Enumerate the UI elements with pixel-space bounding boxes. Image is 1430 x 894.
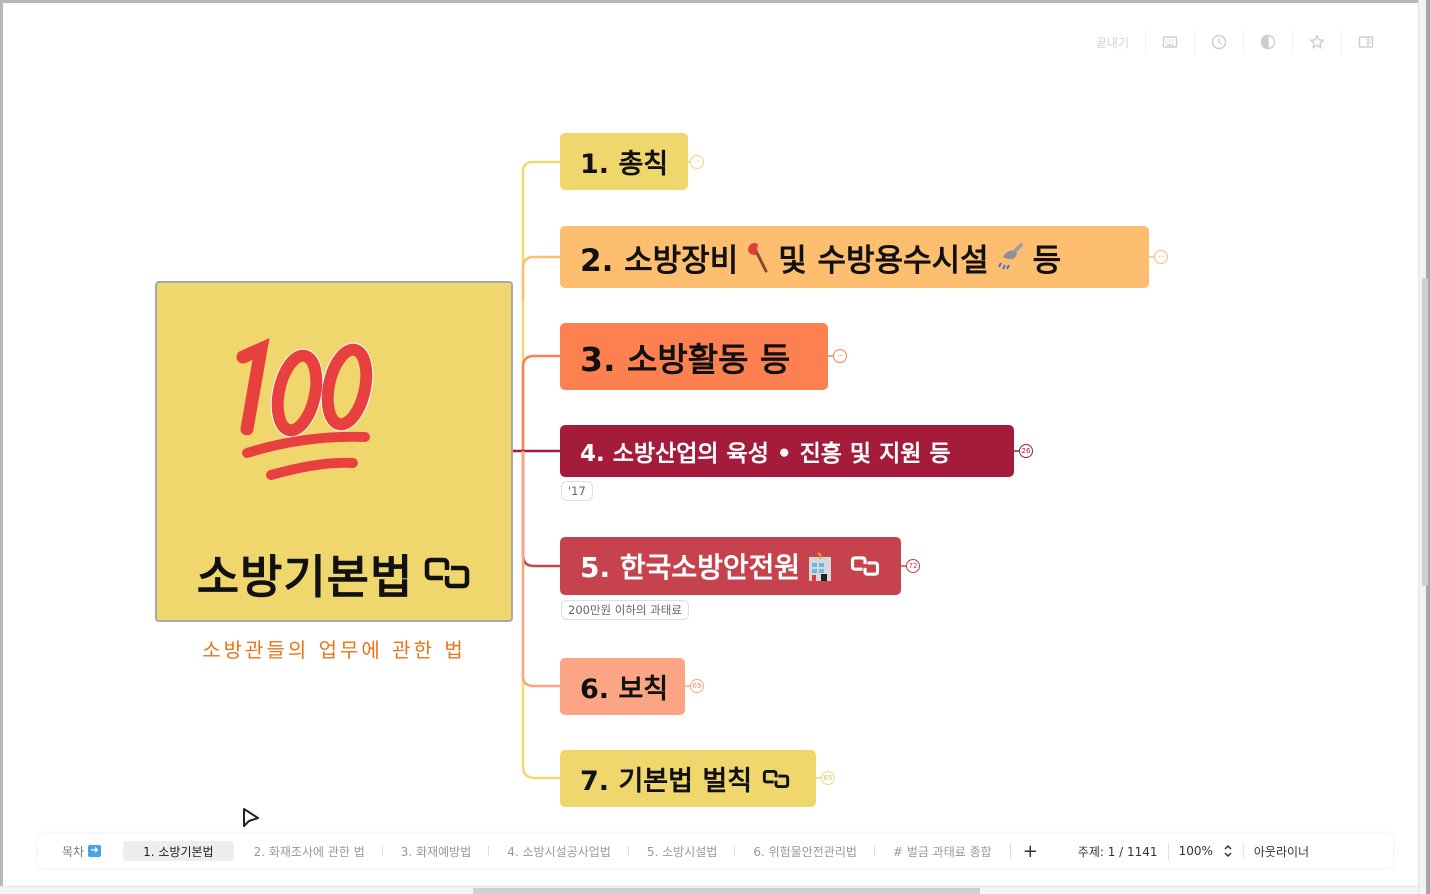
sheet-tab-5[interactable]: 5. 소방시설법 [629, 841, 736, 861]
root-title-row: 소방기본법 [157, 541, 511, 607]
toc-label: 목차 [62, 844, 85, 859]
topic-1-general-provisions[interactable]: 1. 총칙 [560, 133, 689, 190]
arrow-right-icon: ➜ [88, 845, 102, 857]
sheet-tab-3[interactable]: 3. 화재예방법 [383, 841, 490, 861]
topic-6-supplementary[interactable]: 6. 보칙 [560, 658, 685, 715]
plus-icon: + [1022, 840, 1038, 862]
link-icon[interactable] [850, 555, 880, 577]
root-subtitle: 소방관들의 업무에 관한 법 [202, 638, 466, 662]
outliner-label: 아웃라이너 [1253, 844, 1310, 859]
topic-label-tag: 200만원 이하의 과태료 [561, 600, 689, 620]
tag-text: '17 [568, 484, 586, 498]
top-toolbar: 끝내기 [1080, 30, 1390, 54]
topic-5-korea-fire-safety[interactable]: 5. 한국소방안전원 [560, 537, 901, 595]
collapse-toggle[interactable]: 72 [906, 559, 920, 573]
scrollbar-edge [1426, 0, 1430, 894]
child-count-badge: 65 [823, 773, 833, 782]
topic-2-equipment[interactable]: 2. 소방장비 및 수방용수시설 등 [560, 226, 1149, 288]
zoom-level: 100% [1178, 844, 1213, 858]
topic-label: 6. 보칙 [580, 674, 669, 705]
chevron-updown-icon[interactable] [1223, 844, 1233, 858]
sheet-tab-6[interactable]: 6. 위험물안전관리법 [735, 841, 875, 861]
axe-icon [748, 243, 768, 273]
root-title: 소방기본법 [196, 550, 414, 604]
topic-label: 및 수방용수시설 [778, 242, 989, 279]
tab-label: 4. 소방시설공사업법 [507, 844, 611, 859]
tab-label: # 벌금 과태료 종합 [892, 844, 992, 859]
mouse-cursor [243, 808, 259, 827]
topic-label: 등 [1032, 242, 1062, 279]
zoom-control[interactable]: 100% [1169, 844, 1244, 858]
panel-icon [1358, 36, 1374, 48]
history-button[interactable] [1195, 30, 1244, 54]
keyboard-icon [1162, 36, 1178, 48]
collapse-toggle[interactable] [690, 155, 704, 169]
topic-label: 4. 소방산업의 육성 • 진흥 및 지원 등 [580, 441, 951, 467]
child-count-badge: 72 [908, 561, 918, 570]
root-topic[interactable]: 소방기본법 [155, 281, 513, 622]
tab-label: 1. 소방기본법 [143, 844, 214, 859]
finish-button[interactable]: 끝내기 [1080, 30, 1146, 54]
collapse-toggle[interactable] [1154, 250, 1168, 264]
tag-text: 200만원 이하의 과태료 [568, 603, 682, 617]
finish-label: 끝내기 [1095, 35, 1129, 50]
child-count-badge: 26 [1021, 446, 1031, 455]
shower-icon [997, 243, 1023, 270]
office-building-icon [809, 552, 832, 581]
topic-count-text: 주제: 1 / 1141 [1077, 844, 1158, 859]
topic-label: 5. 한국소방안전원 [580, 551, 801, 584]
tab-label: 2. 화재조사에 관한 법 [253, 844, 365, 859]
collapse-toggle[interactable] [833, 349, 847, 363]
topic-label: 7. 기본법 벌칙 [580, 766, 753, 797]
collapse-toggle[interactable]: 69 [690, 679, 704, 693]
add-sheet-button[interactable]: + [1009, 840, 1052, 862]
topic-count: 주제: 1 / 1141 [1077, 842, 1169, 860]
child-count-badge: 69 [692, 681, 702, 690]
topic-label-tag: '17 [561, 481, 593, 501]
topic-label: 1. 총칙 [580, 149, 669, 180]
link-icon[interactable] [423, 547, 471, 601]
sheet-tab-2[interactable]: 2. 화재조사에 관한 법 [236, 841, 384, 861]
collapse-toggle[interactable]: 65 [821, 771, 835, 785]
topic-label: 2. 소방장비 [580, 242, 739, 279]
clock-icon [1211, 34, 1227, 50]
collapse-toggle[interactable]: 26 [1019, 444, 1033, 458]
contrast-icon [1260, 34, 1276, 50]
sheet-tab-1[interactable]: 1. 소방기본법 [123, 841, 234, 861]
tab-label: 6. 위험물안전관리법 [753, 844, 857, 859]
panel-toggle-button[interactable] [1342, 30, 1390, 54]
sheet-tab-4[interactable]: 4. 소방시설공사업법 [489, 841, 629, 861]
hundred-points-icon [236, 338, 374, 480]
vertical-scrollbar[interactable] [1418, 0, 1430, 894]
favorite-button[interactable] [1293, 30, 1342, 54]
horizontal-scrollbar[interactable] [0, 886, 1418, 894]
topic-3-fire-activities[interactable]: 3. 소방활동 등 [560, 323, 828, 390]
toc-button[interactable]: 목차 ➜ [38, 843, 109, 860]
link-icon[interactable] [762, 769, 790, 789]
topic-4-fire-industry[interactable]: 4. 소방산업의 육성 • 진흥 및 지원 등 [560, 425, 1014, 477]
outliner-button[interactable]: 아웃라이너 [1244, 843, 1319, 860]
vertical-scroll-thumb[interactable] [1422, 278, 1428, 586]
theme-button[interactable] [1244, 30, 1293, 54]
topic-label: 3. 소방활동 등 [580, 339, 791, 379]
horizontal-scroll-thumb[interactable] [473, 888, 980, 894]
star-icon [1309, 34, 1325, 49]
keyboard-button[interactable] [1146, 30, 1195, 54]
sheet-tab-bar: 목차 ➜ 1. 소방기본법 2. 화재조사에 관한 법 3. 화재예방법 4. … [38, 834, 1393, 868]
sheet-tab-7[interactable]: # 벌금 과태료 종합 [875, 841, 1010, 861]
tab-label: 5. 소방시설법 [646, 844, 718, 859]
topic-7-penalties[interactable]: 7. 기본법 벌칙 [560, 750, 816, 807]
tab-label: 3. 화재예방법 [400, 844, 472, 859]
